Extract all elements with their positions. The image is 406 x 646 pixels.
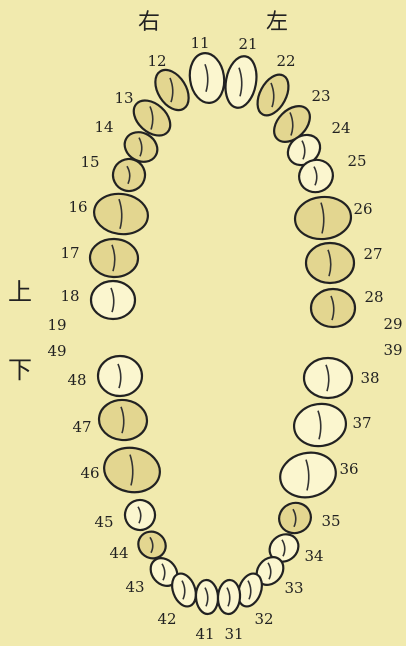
tooth-label-43: 43 (125, 578, 144, 596)
tooth-label-38: 38 (360, 369, 379, 387)
tooth-label-28: 28 (364, 288, 383, 306)
label-39: 39 (383, 341, 402, 359)
tooth-label-36: 36 (339, 460, 358, 478)
tooth-label-32: 32 (254, 610, 273, 628)
tooth-label-33: 33 (284, 579, 303, 597)
tooth-label-37: 37 (352, 414, 371, 432)
tooth-label-47: 47 (72, 418, 91, 436)
label-29: 29 (383, 315, 402, 333)
tooth-label-48: 48 (67, 371, 86, 389)
tooth-label-18: 18 (60, 287, 79, 305)
tooth-label-42: 42 (157, 610, 176, 628)
tooth-label-41: 41 (195, 625, 214, 643)
tooth-label-17: 17 (60, 244, 79, 262)
header-left: 左 (266, 10, 288, 35)
side-lower: 下 (8, 356, 32, 384)
tooth-label-46: 46 (80, 464, 99, 482)
label-49: 49 (47, 342, 66, 360)
tooth-label-31: 31 (224, 625, 243, 643)
tooth-label-26: 26 (353, 200, 372, 218)
tooth-label-34: 34 (304, 547, 323, 565)
tooth-label-44: 44 (109, 544, 128, 562)
tooth-label-35: 35 (321, 512, 340, 530)
tooth-label-14: 14 (94, 118, 113, 136)
tooth-label-16: 16 (68, 198, 87, 216)
tooth-label-25: 25 (347, 152, 366, 170)
tooth-label-45: 45 (94, 513, 113, 531)
tooth-label-15: 15 (80, 153, 99, 171)
tooth-label-27: 27 (363, 245, 382, 263)
side-upper: 上 (8, 278, 32, 306)
label-19: 19 (47, 316, 66, 334)
tooth-label-23: 23 (311, 87, 330, 105)
header-right: 右 (138, 10, 160, 35)
tooth-label-24: 24 (331, 119, 350, 137)
tooth-label-12: 12 (147, 52, 166, 70)
tooth-label-22: 22 (276, 52, 295, 70)
tooth-label-13: 13 (114, 89, 133, 107)
tooth-label-11: 11 (190, 34, 209, 52)
tooth-label-21: 21 (238, 35, 257, 53)
